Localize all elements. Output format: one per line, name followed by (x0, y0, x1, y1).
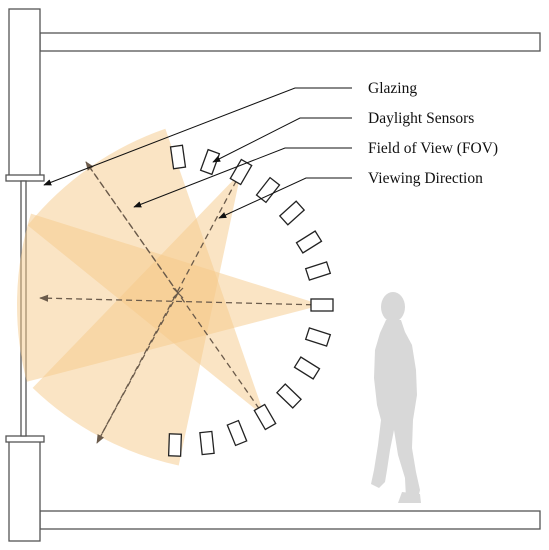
fov-wedge (27, 128, 265, 417)
upper-wall-column (8, 8, 41, 178)
daylight-sensor (169, 144, 187, 170)
lower-wall-column (8, 439, 41, 542)
fov-leader (133, 147, 352, 208)
daylight-sensor (293, 356, 321, 380)
viewing-direction-guide (96, 292, 179, 444)
daylight-sensor (199, 148, 221, 176)
daylight-sensor (167, 433, 183, 457)
daylight-sensor (229, 158, 253, 186)
daylight-sensor (276, 383, 302, 409)
label-leaders (43, 87, 352, 219)
viewing-direction-leader (218, 177, 352, 219)
field-of-view-wedges (17, 128, 323, 466)
viewing-direction-arrows (39, 161, 323, 444)
ceiling-slab (39, 32, 541, 52)
daylight-sensor (295, 230, 323, 254)
daylight-sensor (278, 200, 306, 226)
daylight-sensor (253, 403, 277, 431)
window-sill (5, 435, 45, 443)
glazing-leader (43, 87, 352, 186)
viewing-direction-guide (85, 161, 179, 294)
labels: Glazing Daylight Sensors Field of View (… (368, 80, 498, 187)
daylight-sensors-leader (212, 117, 352, 163)
daylight-sensor (226, 419, 248, 447)
daylight-sensor (199, 430, 215, 456)
viewing-direction-arrow (96, 171, 242, 444)
floor-slab (39, 510, 541, 530)
viewing-direction-label: Viewing Direction (368, 170, 483, 187)
daylight-sensor (304, 327, 332, 347)
viewing-direction-arrow (39, 294, 323, 306)
center-cross-icon (172, 287, 184, 299)
daylight-sensor (304, 261, 332, 281)
daylight-sensors-label: Daylight Sensors (368, 110, 474, 127)
daylight-sensor (310, 298, 334, 312)
field-of-view-label: Field of View (FOV) (368, 140, 498, 157)
window-header (5, 174, 45, 182)
glazing-label: Glazing (368, 80, 417, 97)
person-silhouette-icon (371, 292, 421, 503)
